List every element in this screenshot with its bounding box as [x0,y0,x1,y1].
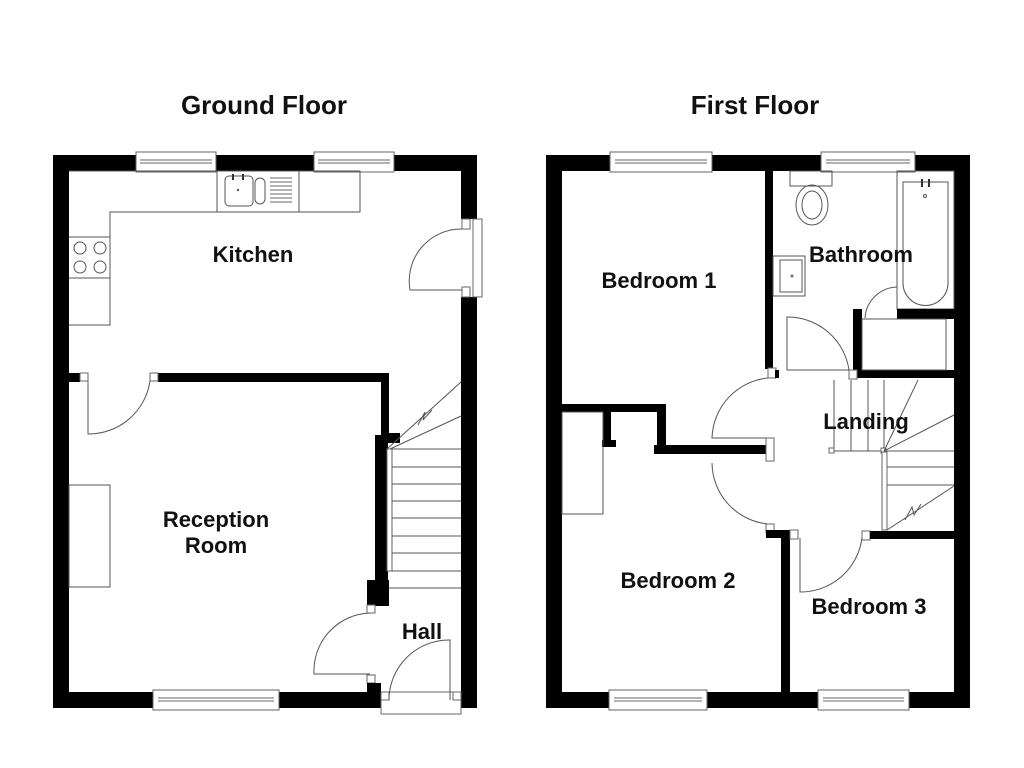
window-bedroom-3 [817,689,910,711]
reception-door-swing[interactable] [87,380,151,435]
front-door-swing[interactable] [388,639,451,701]
window-bedroom-2 [608,689,708,711]
window-bedroom-1 [609,151,713,173]
cupboard-door-swing[interactable] [864,286,898,319]
room-label-hall: Hall [402,619,442,644]
room-label-reception: Reception [163,507,269,532]
wall-left [53,155,69,708]
bedroom2-cupboard [561,411,604,515]
basin-icon [772,255,806,297]
wall-bedroom2-bedroom3 [781,530,790,692]
window-kitchen-2 [313,151,395,173]
bedroom1-door-swing[interactable] [711,377,769,439]
room-label-kitchen: Kitchen [213,242,294,267]
bedroom3-door-swing[interactable] [799,537,863,593]
staircase-ground[interactable] [367,381,462,606]
bedroom2-door-swing[interactable] [711,462,769,525]
wall-top [53,155,477,171]
window-kitchen-1 [135,151,217,173]
wall-bedroom2-landing [654,445,766,454]
front-door-frame [380,691,462,715]
airing-cupboard [861,318,947,371]
room-label-bedroom-2: Bedroom 2 [621,568,736,593]
back-door-swing[interactable] [408,228,463,291]
window-bathroom [820,151,916,173]
first-floor: First Floor [546,90,970,711]
room-label-landing: Landing [823,409,909,434]
wall-kitchen-reception [158,373,389,382]
hob-icon [73,241,107,274]
room-label-bedroom-3: Bedroom 3 [812,594,927,619]
window-reception [152,689,280,711]
bathroom-door-swing[interactable] [786,316,850,371]
toilet-icon [789,170,833,226]
kitchen-worktop [69,170,361,326]
hall-door-swing[interactable] [313,612,371,675]
room-label-reception-line2: Room [185,533,247,558]
back-door-frame [472,218,483,298]
room-label-bathroom: Bathroom [809,242,913,267]
bath-icon [896,170,955,310]
ground-floor-title: Ground Floor [181,90,347,120]
room-label-bedroom-1: Bedroom 1 [602,268,717,293]
staircase-first[interactable] [828,379,955,531]
chimney-breast [68,484,111,588]
kitchen-sink-icon [224,174,292,207]
first-floor-title: First Floor [691,90,820,120]
ground-floor: Ground Floor [53,90,483,715]
